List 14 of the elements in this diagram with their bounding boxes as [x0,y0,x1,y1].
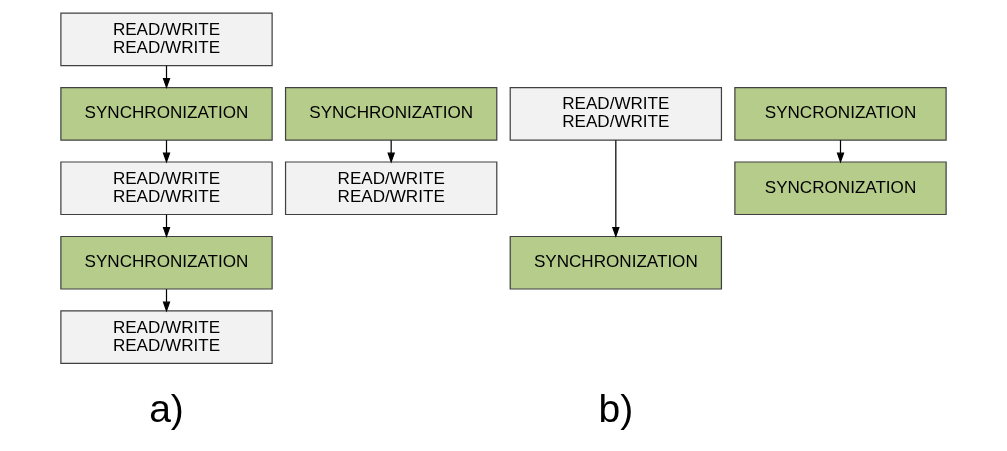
node-box: SYNCHRONIZATION [60,235,273,290]
node-box: SYNCRONIZATION [734,161,947,216]
arrow [612,139,620,238]
node-box: READ/WRITE READ/WRITE [509,86,723,141]
node-box: READ/WRITE READ/WRITE [60,310,273,365]
node-box: SYNCRONIZATION [734,86,947,141]
label: b) [598,386,634,430]
node-box: READ/WRITE READ/WRITE [60,161,273,216]
node-box: READ/WRITE READ/WRITE [284,161,498,216]
label: a) [149,386,184,430]
node-box: SYNCHRONIZATION [60,86,273,141]
node-box: READ/WRITE READ/WRITE [60,12,273,67]
node-box: SYNCHRONIZATION [284,86,498,141]
node-box: SYNCHRONIZATION [509,235,723,290]
